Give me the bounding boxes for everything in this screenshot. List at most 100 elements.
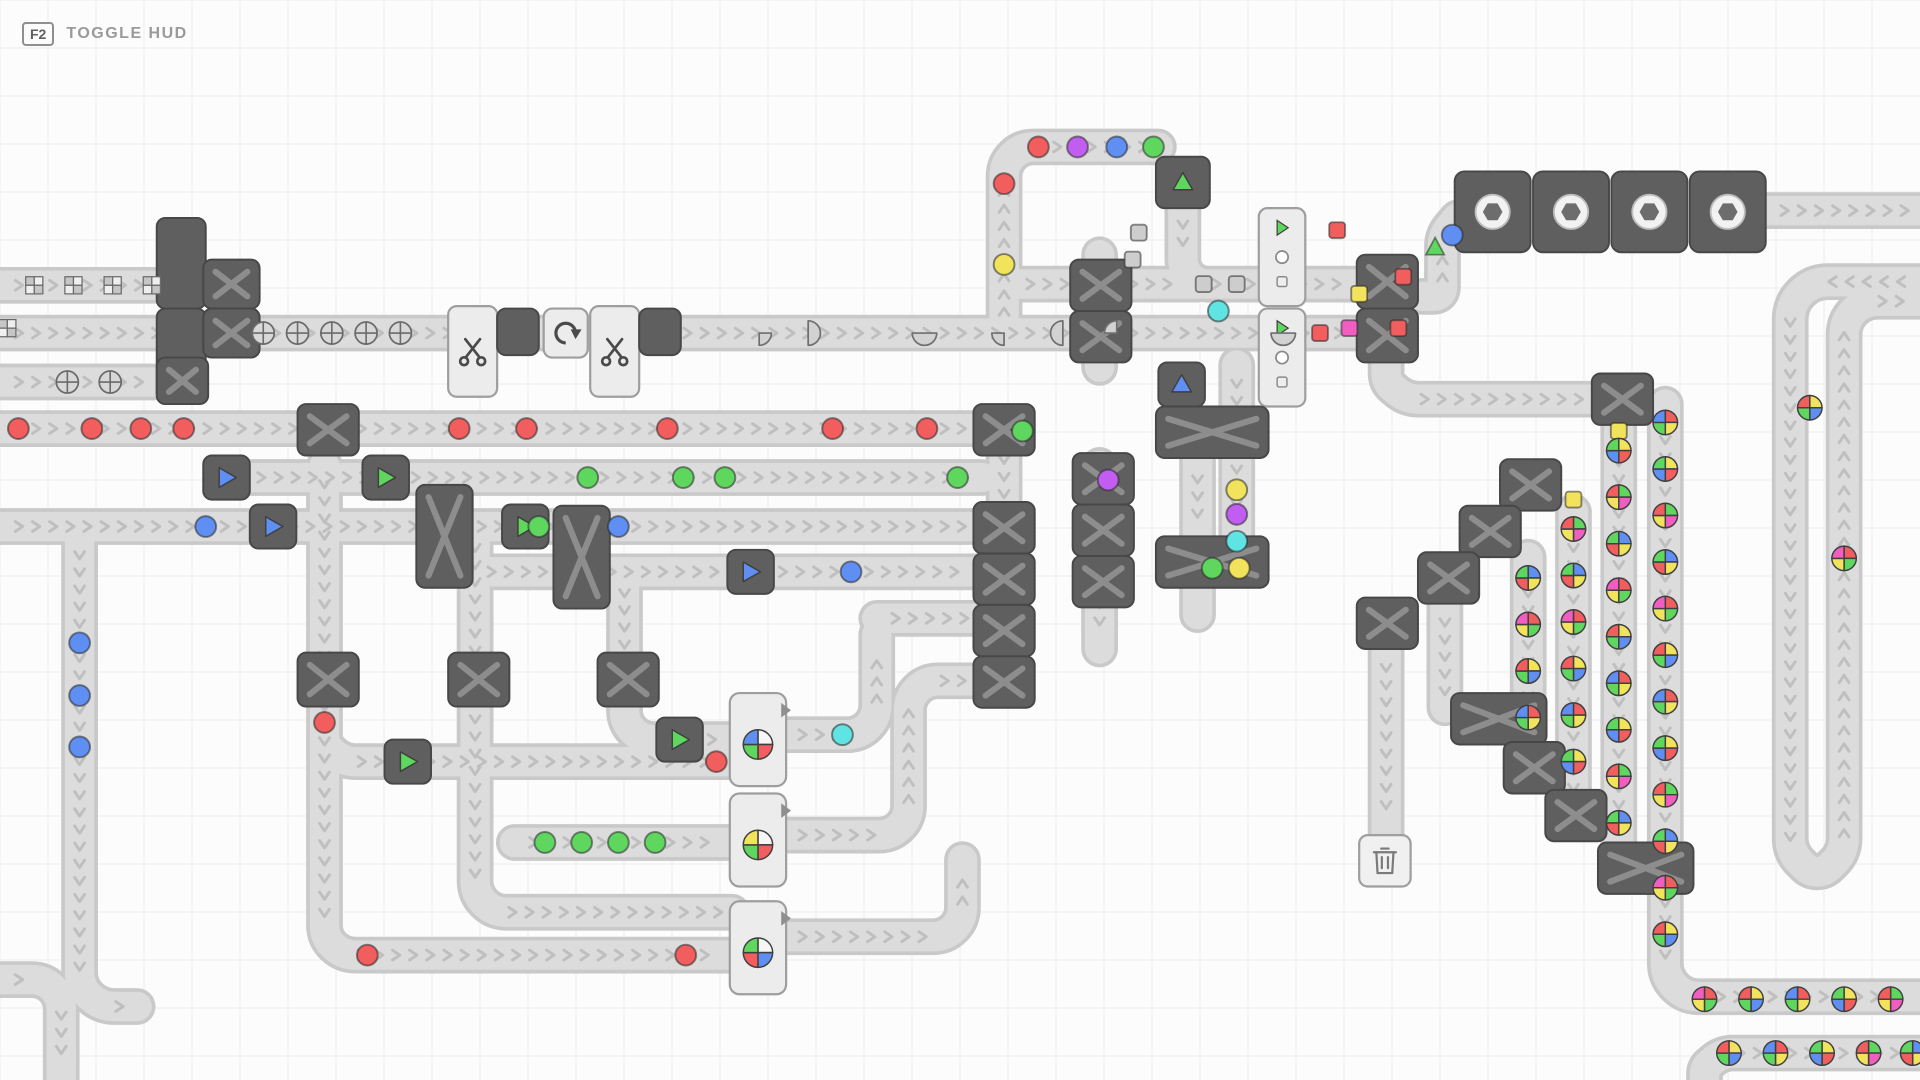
item-quad <box>1560 562 1587 589</box>
output-arrow-icon <box>781 803 792 818</box>
item-tri-green <box>1424 235 1446 256</box>
machine-balancer[interactable] <box>1355 596 1419 650</box>
machine-balancer[interactable] <box>1499 458 1563 512</box>
tunnel-arrow-icon <box>742 561 762 583</box>
item-quad <box>1605 623 1632 650</box>
machine-balancer[interactable] <box>1355 307 1419 364</box>
item-quad <box>1605 484 1632 511</box>
item-quad <box>1738 986 1764 1013</box>
conveyor-belt[interactable] <box>0 964 76 1080</box>
item-circle-red <box>915 417 939 440</box>
conveyor-belt[interactable] <box>1371 350 1636 414</box>
machine-ballmachine[interactable] <box>728 792 792 888</box>
item-windmill <box>142 276 162 295</box>
item-quad <box>1605 716 1632 743</box>
item-quad <box>1899 1040 1920 1067</box>
machine-balancer[interactable] <box>1071 554 1135 609</box>
machine-balancer[interactable] <box>1154 405 1270 459</box>
scissors-icon <box>458 337 487 367</box>
machine-tunnel[interactable] <box>1157 361 1206 408</box>
machine-balancer[interactable] <box>296 403 360 457</box>
item-quad <box>1560 655 1587 682</box>
machine-block[interactable] <box>155 216 207 310</box>
machine-tunnel[interactable] <box>726 548 775 595</box>
machine-balancer[interactable] <box>1069 310 1133 364</box>
machine-block[interactable] <box>638 307 682 357</box>
machine-balancer[interactable] <box>972 655 1036 709</box>
machine-balancer[interactable] <box>1071 503 1135 557</box>
filter-arrow-icon <box>1276 219 1290 237</box>
machine-balancer[interactable] <box>155 356 210 406</box>
conveyor-belt[interactable] <box>64 521 152 1022</box>
item-circle-green <box>533 831 557 854</box>
machine-balancer[interactable] <box>1458 504 1522 559</box>
machine-tunnel[interactable] <box>1154 155 1211 210</box>
shape-preview-icon <box>742 937 774 969</box>
machine-painter[interactable] <box>1532 170 1610 254</box>
item-circle-red <box>992 172 1016 196</box>
machine-block[interactable] <box>496 307 540 357</box>
machine-tunnel[interactable] <box>655 716 704 763</box>
item-quad <box>1855 1040 1882 1067</box>
tunnel-arrow-icon <box>1172 171 1194 191</box>
machine-cutter[interactable] <box>447 305 499 398</box>
item-quad <box>1652 502 1679 529</box>
item-circle-blue <box>68 684 91 707</box>
tunnel-arrow-icon <box>218 467 238 489</box>
machine-balancer[interactable] <box>552 504 611 610</box>
machine-balancer[interactable] <box>972 501 1036 555</box>
item-quad <box>1560 702 1587 729</box>
machine-balancer[interactable] <box>202 307 261 359</box>
conveyor-belt[interactable] <box>309 729 747 777</box>
machine-balancer[interactable] <box>1502 741 1566 795</box>
machine-rotator[interactable] <box>542 307 589 359</box>
machine-cutter[interactable] <box>589 305 641 398</box>
machine-ballmachine[interactable] <box>728 900 792 996</box>
machine-balancer[interactable] <box>972 552 1036 606</box>
machine-painter[interactable] <box>1610 170 1689 254</box>
machine-painter[interactable] <box>1688 170 1767 254</box>
item-circle-blue <box>68 735 91 759</box>
tunnel-arrow-icon <box>377 467 397 489</box>
item-circle-red <box>313 711 336 734</box>
machine-tunnel[interactable] <box>202 454 251 501</box>
machine-tunnel[interactable] <box>361 454 410 501</box>
conveyor-belt[interactable] <box>309 450 747 970</box>
machine-painter[interactable] <box>1453 170 1532 254</box>
machine-tunnel[interactable] <box>383 738 432 785</box>
hud-key-badge: F2 <box>22 22 55 46</box>
machine-trash[interactable] <box>1358 834 1412 888</box>
item-quad <box>1515 611 1542 638</box>
conveyor-belt[interactable] <box>768 844 978 952</box>
machine-processor[interactable] <box>1257 207 1307 308</box>
item-circle-red <box>674 943 698 967</box>
machine-processor[interactable] <box>1257 307 1307 408</box>
conveyor-belt[interactable] <box>609 559 747 755</box>
machine-balancer[interactable] <box>447 651 511 708</box>
item-square-magenta <box>1340 319 1359 338</box>
item-circle-green <box>946 466 969 489</box>
conveyor-belt[interactable] <box>460 514 747 927</box>
machine-balancer[interactable] <box>415 483 474 589</box>
machine-balancer[interactable] <box>202 258 261 310</box>
hud-toggle-hint: F2 TOGGLE HUD <box>22 22 188 46</box>
machine-balancer[interactable] <box>1596 841 1695 895</box>
machine-balancer[interactable] <box>296 651 360 708</box>
machine-balancer[interactable] <box>1544 788 1608 843</box>
machine-balancer[interactable] <box>1590 372 1655 426</box>
item-square-yellow <box>1350 285 1369 303</box>
machine-balancer[interactable] <box>1069 258 1133 312</box>
machine-tunnel[interactable] <box>248 503 298 550</box>
item-circle-red <box>515 417 538 440</box>
item-quad <box>1560 748 1587 775</box>
item-quad <box>1515 658 1542 684</box>
machine-balancer[interactable] <box>596 651 660 708</box>
machine-balancer[interactable] <box>1416 551 1481 605</box>
item-quad <box>1605 809 1632 836</box>
conveyor-belt[interactable] <box>1775 266 1920 887</box>
conveyor-belt[interactable] <box>768 666 995 850</box>
machine-balancer[interactable] <box>972 603 1036 658</box>
machine-ballmachine[interactable] <box>728 691 792 788</box>
